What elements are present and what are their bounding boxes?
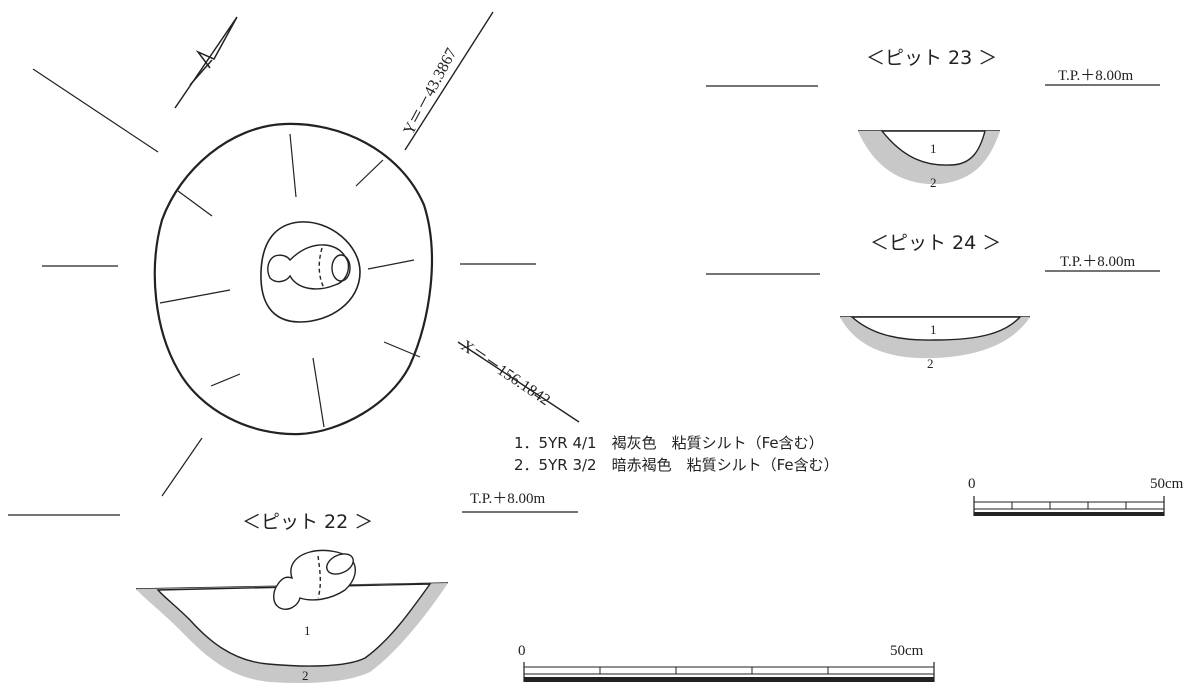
- coord-y-line: [404, 11, 494, 151]
- coord-x-label: X＝－156.1842: [458, 337, 553, 409]
- layer-label-2: 2: [927, 356, 934, 371]
- scale-end-label: 50cm: [1150, 476, 1184, 492]
- datum-label: T.P.＋8.00m: [1058, 68, 1133, 84]
- scale-bar-small: 0 50cm: [968, 476, 1184, 516]
- section-title: ＜ピット 22 ＞: [242, 511, 373, 533]
- legend-item: 1．5YR 4/1 褐灰色 粘質シルト（Fe含む）: [514, 434, 824, 452]
- layer-1: [850, 316, 1022, 341]
- scale-start-label: 0: [518, 643, 526, 659]
- datum-label: T.P.＋8.00m: [470, 491, 545, 507]
- plan-guide-line: [32, 68, 159, 153]
- layer-label-2: 2: [930, 175, 937, 190]
- north-arrow-icon: [174, 16, 238, 109]
- layer-label-1: 1: [930, 141, 937, 156]
- plan-guide-line: [161, 437, 203, 497]
- layer-label-1: 1: [304, 623, 311, 638]
- section-pit-22: ＜ピット 22 ＞ T.P.＋8.00m 1 2: [8, 491, 578, 683]
- layer-1: [880, 130, 986, 166]
- layer-label-2: 2: [302, 668, 309, 683]
- layer-label-1: 1: [930, 322, 937, 337]
- coord-x-line: [457, 341, 580, 423]
- soil-legend: 1．5YR 4/1 褐灰色 粘質シルト（Fe含む） 2．5YR 3/2 暗赤褐色…: [514, 434, 839, 474]
- vessel-section-icon: [273, 549, 357, 610]
- plan-view: [32, 11, 580, 497]
- coord-y-label: Y＝－43.3867: [401, 46, 461, 138]
- legend-item: 2．5YR 3/2 暗赤褐色 粘質シルト（Fe含む）: [514, 456, 839, 474]
- datum-label: T.P.＋8.00m: [1060, 254, 1135, 270]
- section-pit-23: ＜ピット 23 ＞ T.P.＋8.00m 1 2: [706, 47, 1160, 190]
- inner-pit-outline: [260, 221, 361, 323]
- section-pit-24: ＜ピット 24 ＞ T.P.＋8.00m 1 2: [706, 232, 1160, 371]
- scale-end-label: 50cm: [890, 643, 924, 659]
- vessel-plan-icon: [267, 244, 351, 290]
- scale-start-label: 0: [968, 476, 976, 492]
- section-title: ＜ピット 23 ＞: [866, 47, 997, 69]
- layer-1: [156, 583, 432, 667]
- scale-bar-large: 0 50cm: [518, 643, 935, 682]
- section-title: ＜ピット 24 ＞: [870, 232, 1001, 254]
- pit-outline: [153, 122, 433, 436]
